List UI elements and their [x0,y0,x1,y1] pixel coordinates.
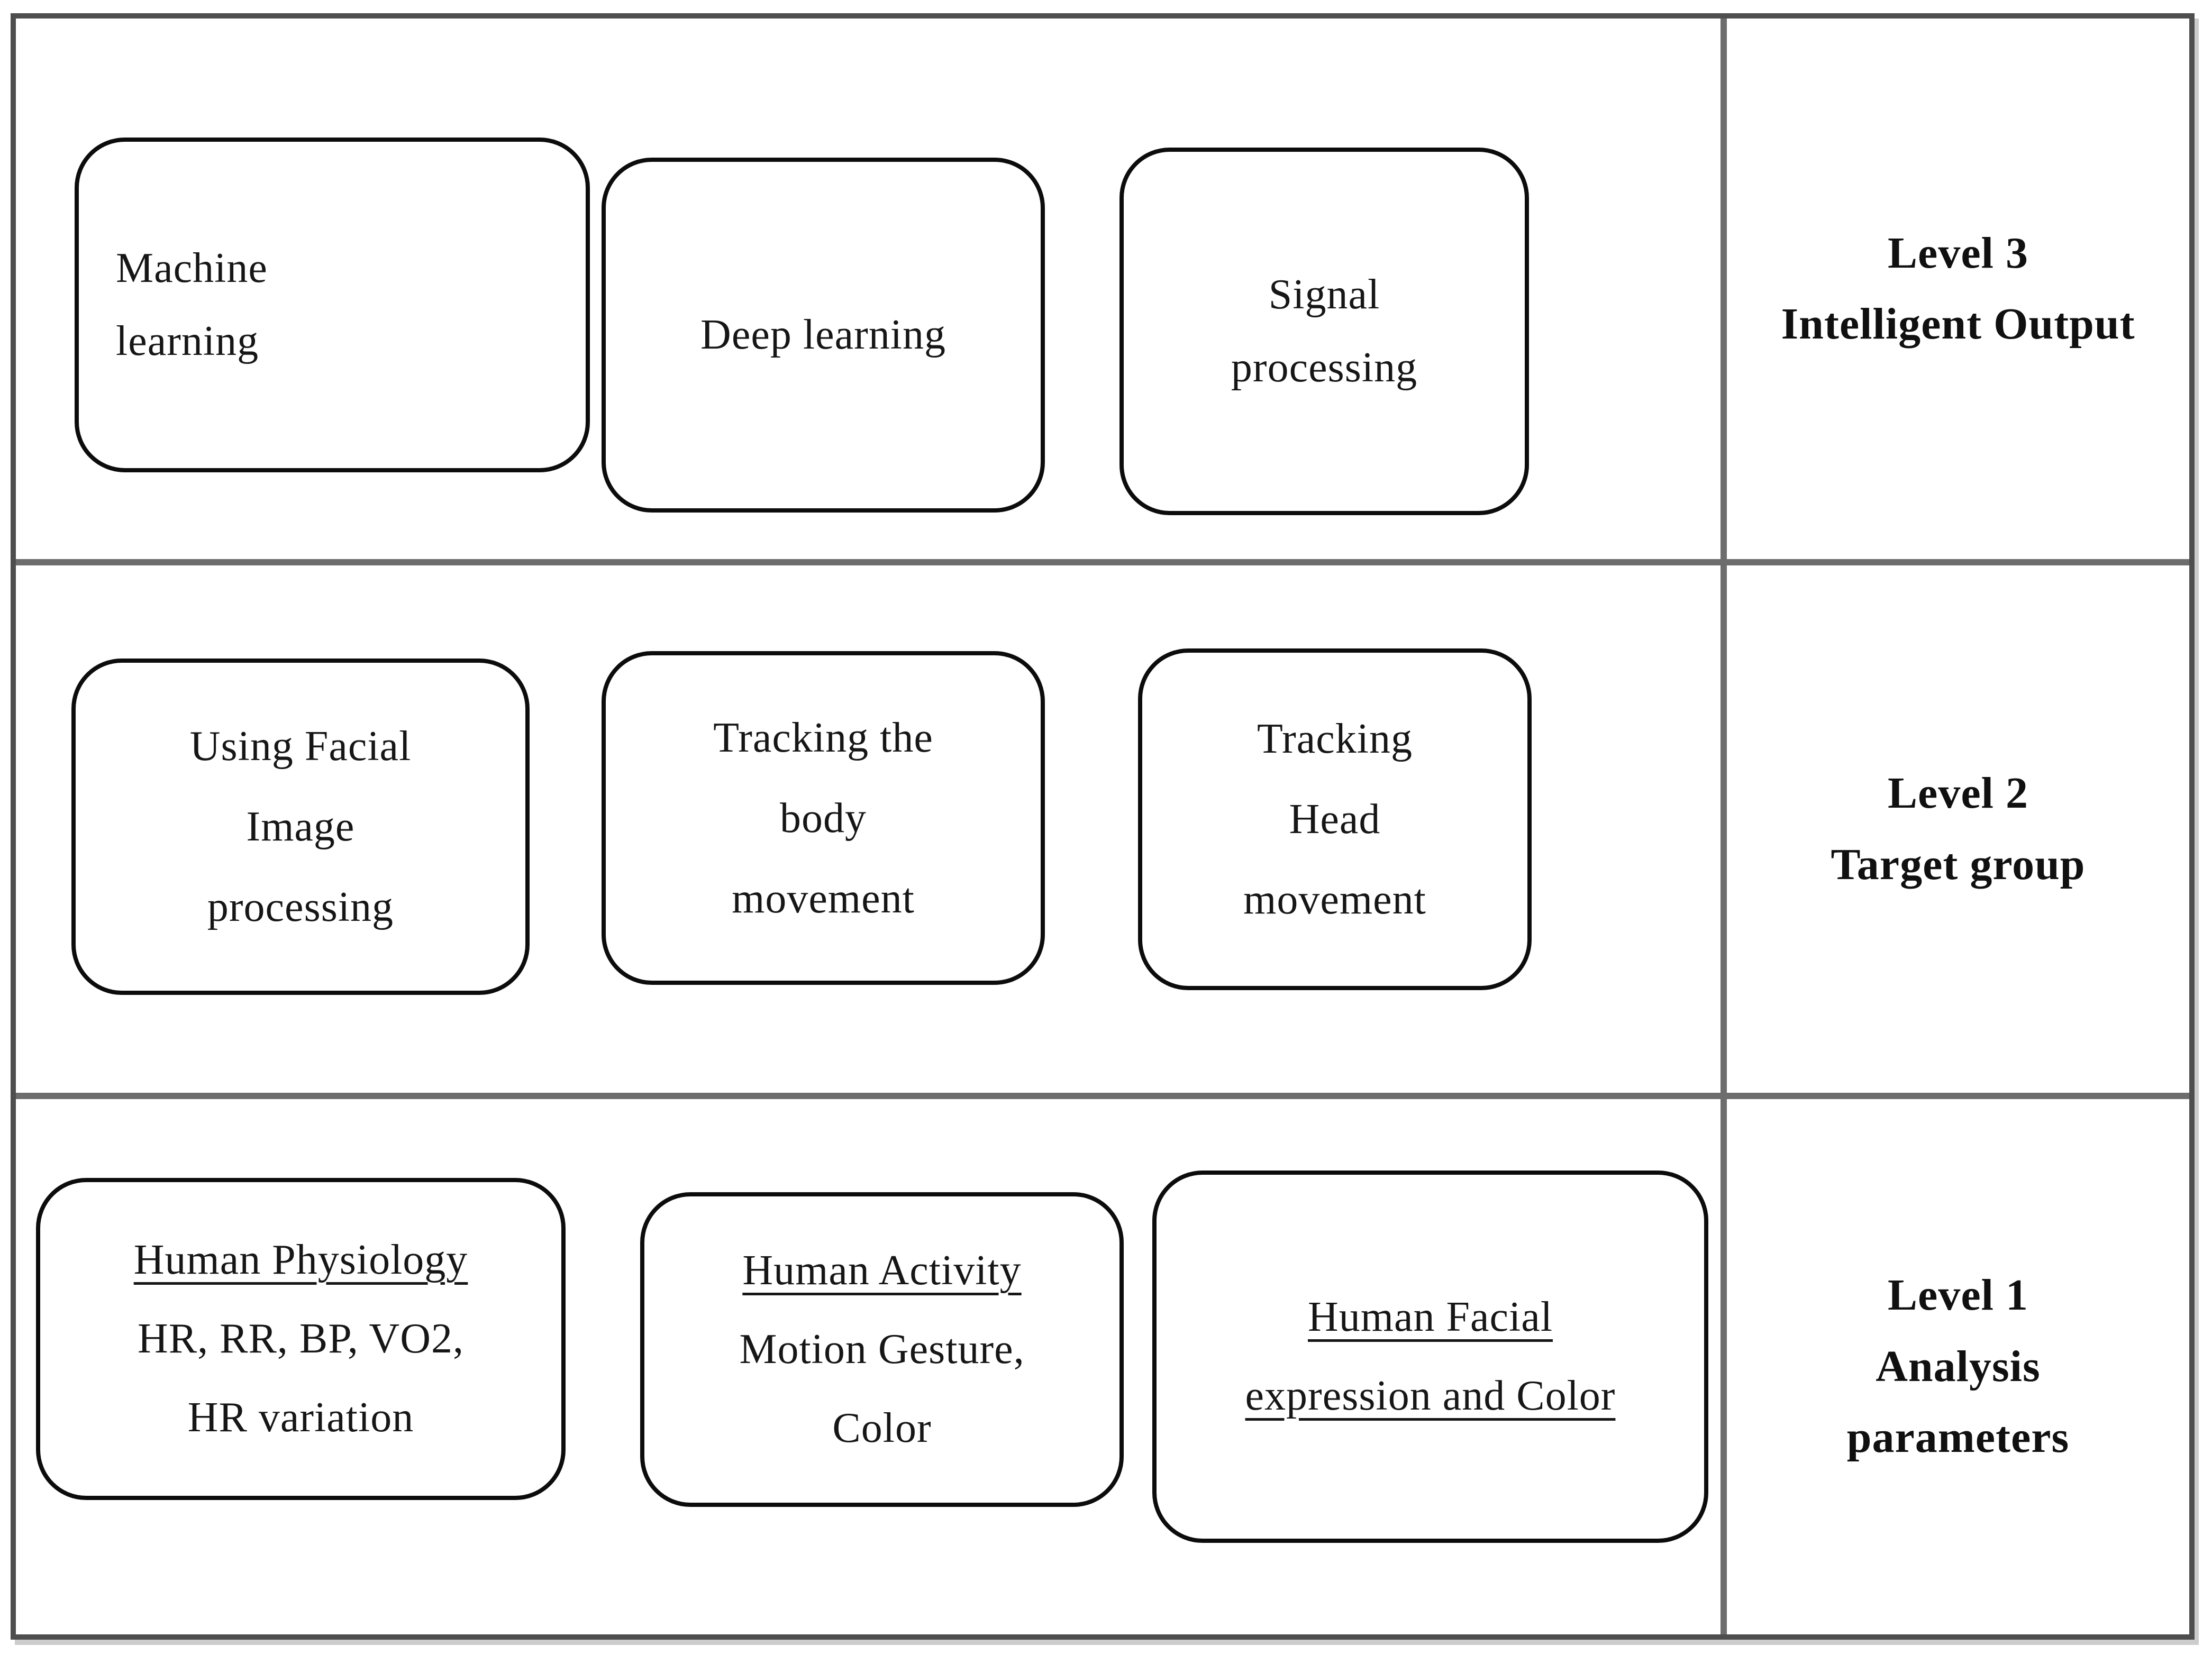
figure-frame: Machine learning Deep learning Signal pr… [11,13,2195,1640]
box-text-line: Head [1289,796,1381,843]
label-line: Analysis [1876,1341,2041,1391]
box-human-physiology-text: Human Physiology HR, RR, BP, VO2, HR var… [134,1221,468,1457]
box-tracking-body-movement-text: Tracking the body movement [713,698,933,939]
box-facial-image-processing-text: Using Facial Image processing [190,706,412,947]
label-level-1-text: Level 1 Analysis parameters [1847,1260,2069,1473]
label-line: Level 3 [1888,228,2028,278]
label-line: Target group [1831,839,2086,889]
box-text-line: movement [1243,876,1426,923]
label-level-2-text: Level 2 Target group [1831,758,2085,900]
box-heading-underlined: expression and Color [1245,1373,1616,1419]
label-level-1: Level 1 Analysis parameters [1727,1099,2189,1634]
box-text-line: HR, RR, BP, VO2, [138,1315,464,1363]
box-tracking-head-movement-text: Tracking Head movement [1243,699,1426,940]
box-text-line: processing [1231,344,1418,391]
box-text-line: body [779,794,867,842]
box-text-line: Tracking the [713,714,933,761]
box-signal-processing-text: Signal processing [1231,259,1417,404]
box-human-physiology: Human Physiology HR, RR, BP, VO2, HR var… [36,1178,566,1500]
box-deep-learning: Deep learning [602,158,1045,513]
label-level-3: Level 3 Intelligent Output [1727,19,2189,559]
row-divider-line-1 [16,559,2189,565]
box-text-line: Color [832,1404,932,1451]
label-level-2: Level 2 Target group [1727,565,2189,1093]
box-text-line: processing [207,884,394,930]
label-line: Level 1 [1888,1270,2028,1320]
box-text-line: Deep learning [700,311,946,358]
box-text-line: Image [246,803,355,850]
box-facial-image-processing: Using Facial Image processing [71,659,530,995]
box-text-line: Motion Gesture, [739,1326,1025,1373]
label-line: Intelligent Output [1781,299,2135,349]
box-deep-learning-text: Deep learning [700,299,946,372]
box-text-line: Tracking [1257,716,1413,762]
box-text-line: Signal [1268,271,1380,318]
box-heading-underlined: Human Physiology [133,1237,468,1284]
box-human-facial-expression: Human Facial expression and Color [1152,1171,1708,1543]
box-human-activity: Human Activity Motion Gesture, Color [640,1192,1124,1507]
column-divider-line [1721,19,1727,1634]
box-machine-learning-text: Machine learning [79,232,268,378]
box-text-line: Machine [116,244,268,291]
box-human-facial-expression-text: Human Facial expression and Color [1245,1278,1616,1435]
box-machine-learning: Machine learning [75,138,590,472]
box-tracking-head-movement: Tracking Head movement [1138,648,1532,990]
label-level-3-text: Level 3 Intelligent Output [1781,218,2135,360]
label-line: Level 2 [1888,769,2028,818]
box-heading-underlined: Human Activity [742,1247,1022,1294]
box-text-line: HR variation [187,1394,414,1441]
label-line: parameters [1846,1413,2070,1462]
box-signal-processing: Signal processing [1119,148,1529,515]
box-text-line: learning [116,317,259,364]
box-human-activity-text: Human Activity Motion Gesture, Color [739,1231,1024,1467]
box-text-line: movement [732,875,915,922]
box-heading-underlined: Human Facial [1308,1294,1553,1341]
box-text-line: Using Facial [189,723,412,770]
row-divider-line-2 [16,1093,2189,1099]
box-tracking-body-movement: Tracking the body movement [602,651,1045,985]
